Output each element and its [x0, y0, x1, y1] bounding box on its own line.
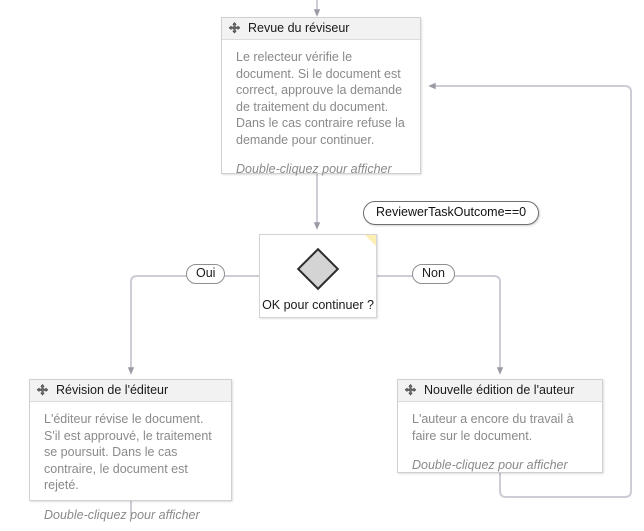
diamond-icon [295, 246, 341, 292]
node-header: Révision de l'éditeur [30, 380, 231, 402]
node-title: Révision de l'éditeur [56, 383, 169, 398]
diagram-canvas: Revue du réviseur Le relecteur vérifie l… [29, 0, 632, 522]
node-title: Nouvelle édition de l'auteur [424, 383, 575, 398]
node-title: Revue du réviseur [248, 21, 350, 36]
node-description: L'éditeur révise le document. S'il est a… [44, 412, 212, 492]
node-revision-de-l-editeur[interactable]: Révision de l'éditeur L'éditeur révise l… [29, 379, 232, 522]
node-nouvelle-edition-de-l-auteur[interactable]: Nouvelle édition de l'auteur L'auteur a … [397, 379, 603, 473]
edge-label-non[interactable]: Non [412, 264, 455, 284]
node-description: Le relecteur vérifie le document. Si le … [236, 50, 405, 147]
node-header: Revue du réviseur [222, 18, 420, 40]
move-icon [228, 22, 241, 34]
node-decision-ok-pour-continuer[interactable]: OK pour continuer ? [259, 234, 377, 318]
node-hint: Double-cliquez pour afficher [236, 162, 392, 176]
dogear-marker-icon [365, 235, 376, 246]
edge-label-oui[interactable]: Oui [186, 264, 226, 284]
node-hint: Double-cliquez pour afficher [412, 458, 568, 472]
node-body: Le relecteur vérifie le document. Si le … [222, 40, 420, 185]
node-hint: Double-cliquez pour afficher [44, 507, 200, 522]
edge-decision-yes-to-editor [127, 275, 259, 375]
node-revue-du-reviseur[interactable]: Revue du réviseur Le relecteur vérifie l… [221, 17, 421, 176]
node-body: L'éditeur révise le document. S'il est a… [30, 402, 231, 531]
node-description: L'auteur a encore du travail à faire sur… [412, 412, 574, 443]
move-icon [36, 384, 49, 396]
move-icon [404, 384, 417, 396]
node-body: L'auteur a encore du travail à faire sur… [398, 402, 602, 481]
edge-decision-no-to-author [377, 275, 504, 375]
condition-badge[interactable]: ReviewerTaskOutcome==0 [363, 201, 540, 225]
node-header: Nouvelle édition de l'auteur [398, 380, 602, 402]
decision-label: OK pour continuer ? [262, 298, 374, 312]
